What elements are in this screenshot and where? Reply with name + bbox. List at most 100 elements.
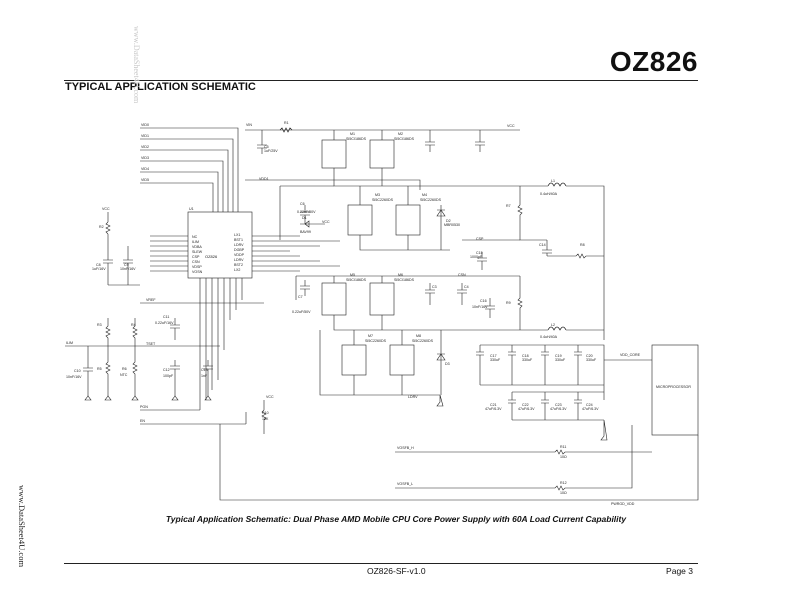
svg-text:MBR0530: MBR0530	[444, 223, 460, 227]
l2-ref: L2	[551, 323, 555, 327]
svg-text:R2: R2	[99, 225, 104, 229]
m4-part: SI5C2260DS	[420, 198, 442, 202]
ic-pin-vosn: VOSN	[192, 270, 203, 274]
ic-oz826: OZ826 U1 NC ILIM VDBA SLEW CSP CSN VDSP …	[150, 207, 340, 410]
svg-text:C7: C7	[298, 295, 303, 299]
r1-label: R1	[284, 121, 289, 125]
c5-label: C5	[264, 145, 269, 149]
feedback-lines: VCC R10 10K VOSFB_H R11 10Ω VOSFB_L R12 …	[219, 395, 699, 506]
left-bias-network: VCC R2 C8 1uF/16V C9 10nF/16V VREF R3 R4…	[65, 207, 264, 425]
svg-text:R9: R9	[506, 301, 511, 305]
svg-text:R12: R12	[560, 481, 567, 485]
l1-value: 0.4uH/40A	[540, 192, 558, 196]
footer-rule	[64, 563, 698, 564]
m7-ref: M7	[368, 334, 373, 338]
ic-pin-lx1: LX1	[234, 233, 240, 237]
svg-text:R3: R3	[97, 323, 102, 327]
ic-pin-csp: CSP	[192, 255, 200, 259]
svg-text:D1: D1	[302, 216, 307, 220]
svg-text:LDRV: LDRV	[408, 395, 418, 399]
svg-text:C22: C22	[522, 403, 529, 407]
svg-text:TSET: TSET	[146, 342, 156, 346]
svg-text:VCC: VCC	[322, 220, 330, 224]
svg-text:R7: R7	[506, 204, 511, 208]
top-watermark: www.DataSheet4U.com	[132, 26, 141, 104]
svg-text:C3: C3	[432, 285, 437, 289]
vdd1-label: VDD1	[259, 177, 269, 181]
svg-text:C4: C4	[464, 285, 469, 289]
vdd-core-label: VDD_CORE	[620, 353, 641, 357]
vid-label-5: VID5	[141, 178, 149, 182]
vin-label: VIN	[246, 123, 252, 127]
m1-part: SI5CI186DS	[346, 137, 367, 141]
ic-pin-slew: SLEW	[192, 250, 203, 254]
svg-text:C16: C16	[480, 299, 487, 303]
svg-text:C8: C8	[96, 263, 101, 267]
ic-pin-bst2: BST2	[234, 263, 243, 267]
l1-ref: L1	[551, 179, 555, 183]
vosfb-l-label: VOSFB_L	[397, 482, 413, 486]
m4-ref: M4	[422, 193, 427, 197]
svg-text:0.22uF/50V: 0.22uF/50V	[297, 210, 316, 214]
vcc-label: VCC	[507, 124, 515, 128]
svg-text:C12: C12	[163, 368, 170, 372]
svg-text:10Ω: 10Ω	[560, 491, 567, 495]
svg-text:1nF: 1nF	[201, 374, 208, 378]
vosfb-h-label: VOSFB_H	[397, 446, 414, 450]
svg-text:NTC: NTC	[120, 373, 128, 377]
ic-ref: U1	[189, 207, 194, 211]
svg-text:C17: C17	[490, 354, 497, 358]
footer-page-number: Page 3	[666, 566, 693, 576]
figure-caption: Typical Application Schematic: Dual Phas…	[165, 514, 627, 524]
svg-text:D2: D2	[446, 219, 451, 223]
vid-bus: VID0 VID1 VID2 VID3 VID4 VID5	[140, 123, 239, 212]
svg-text:10nF/16V: 10nF/16V	[472, 305, 488, 309]
m5-part: SI5CI186DS	[346, 278, 367, 282]
svg-text:R6: R6	[122, 367, 127, 371]
phase1-power-stage: M1 SI5CI186DS M2 SI5CI186DS M3 SI5C2260D…	[279, 130, 605, 340]
m8-ref: M8	[416, 334, 421, 338]
svg-text:C14: C14	[539, 243, 546, 247]
side-watermark: www.DataSheet4U.com	[17, 485, 27, 568]
svg-text:EN: EN	[140, 419, 145, 423]
ic-name: OZ826	[205, 254, 218, 259]
vid-label-2: VID2	[141, 145, 149, 149]
cpu-label: MICROPROCESSOR	[656, 385, 691, 389]
svg-text:R5: R5	[97, 367, 102, 371]
svg-text:C10: C10	[74, 369, 81, 373]
svg-text:10nF/16V: 10nF/16V	[66, 375, 82, 379]
svg-text:C21: C21	[490, 403, 497, 407]
svg-text:ILIM: ILIM	[66, 341, 73, 345]
pwrgd-label: PWRGD_VDD	[611, 502, 635, 506]
m6-part: SI5CI186DS	[394, 278, 415, 282]
svg-text:C9: C9	[124, 263, 129, 267]
ic-pin-lx2: LX2	[234, 268, 240, 272]
svg-text:10Ω: 10Ω	[560, 455, 567, 459]
svg-text:C23: C23	[555, 403, 562, 407]
vin-rail: VIN R1 C5 1uF/25V VCC VDD1	[245, 121, 520, 190]
svg-text:PGN: PGN	[140, 405, 148, 409]
ic-pin-vddp: VDDP	[234, 253, 245, 257]
svg-text:C15: C15	[476, 251, 483, 255]
svg-text:R8: R8	[580, 243, 585, 247]
svg-text:R10: R10	[262, 411, 269, 415]
section-title: TYPICAL APPLICATION SCHEMATIC	[65, 81, 256, 93]
m1-ref: M1	[350, 132, 355, 136]
footer-doc-id: OZ826-SF-v1.0	[367, 566, 426, 576]
svg-text:47uF/6.3V: 47uF/6.3V	[550, 407, 567, 411]
svg-text:VCC: VCC	[266, 395, 274, 399]
svg-text:0.22uF/16V: 0.22uF/16V	[155, 321, 174, 325]
svg-text:C19: C19	[555, 354, 562, 358]
m2-part: SI5CI186DS	[394, 137, 415, 141]
svg-text:1000pF: 1000pF	[470, 255, 483, 259]
m8-part: SI5C2260DS	[412, 339, 434, 343]
ic-pin-vdba: VDBA	[192, 245, 202, 249]
svg-text:330uF: 330uF	[555, 358, 566, 362]
svg-text:C20: C20	[586, 354, 593, 358]
svg-text:100pF: 100pF	[163, 374, 174, 378]
ic-pin-csn: CSN	[192, 260, 200, 264]
l2-value: 0.4uH/40A	[540, 335, 558, 339]
svg-text:R11: R11	[560, 445, 566, 449]
